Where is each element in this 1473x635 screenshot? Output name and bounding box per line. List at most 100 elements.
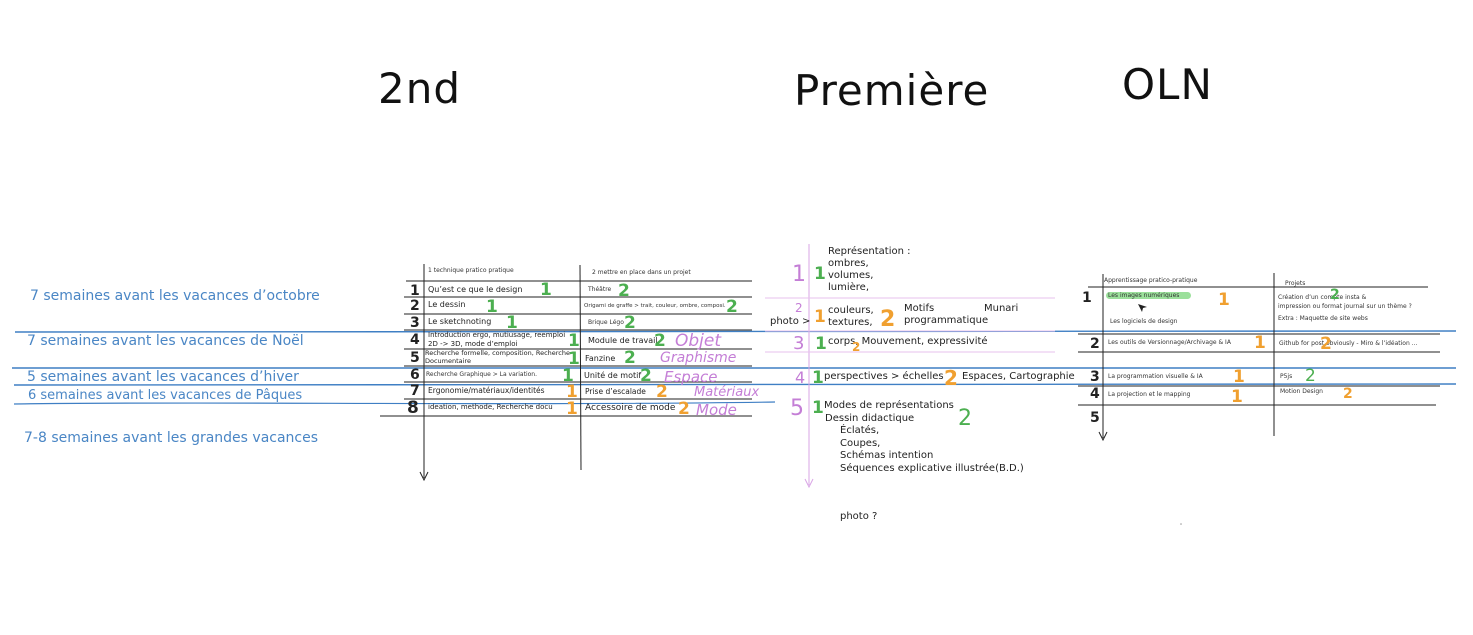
level-mark: 1	[568, 331, 580, 351]
level-mark: 2	[1343, 386, 1353, 402]
oln-col1-header: Apprentissage pratico-pratique	[1104, 277, 1198, 284]
level-mark: 1	[566, 399, 578, 419]
title-oln: OLN	[1122, 60, 1213, 109]
level-mark: 2	[1330, 287, 1340, 303]
premiere-munari: Munari	[984, 303, 1019, 314]
second-cell-technique: Introduction ergo, mutiusage, reemploi 2…	[428, 331, 566, 348]
level-mark: 1	[506, 313, 518, 333]
level-mark: 2	[654, 331, 666, 351]
second-cell-projet: Unité de motif	[584, 371, 642, 380]
level-mark: 1	[1254, 333, 1266, 353]
level-mark: 1	[814, 307, 826, 327]
row-number: 1	[1082, 290, 1092, 306]
level-mark: 2	[958, 406, 972, 431]
second-cell-projet: Origami de graffe > trait, couleur, ombr…	[584, 303, 726, 309]
second-cell-technique: Le sketchnoting	[428, 317, 492, 326]
theme-objet: Objet	[675, 331, 722, 351]
title-2nd: 2nd	[378, 64, 462, 113]
second-cell-technique: Recherche formelle, composition, Recherc…	[425, 349, 570, 365]
row-number: 3	[1090, 369, 1100, 385]
pointer-icon	[1138, 304, 1147, 312]
level-mark: 1	[566, 382, 578, 402]
second-cell-technique: Qu’est ce que le design	[428, 285, 523, 294]
oln-cell-outils: Les outils de Versionnage/Archivage & IA	[1108, 339, 1231, 346]
oln-cell-logiciels: Les logiciels de design	[1110, 318, 1178, 325]
level-mark: 2	[880, 307, 896, 332]
theme-espace: Espace	[664, 368, 718, 386]
oln-cell-p5js: P5js	[1280, 373, 1293, 380]
level-mark: 1	[812, 368, 824, 388]
second-cell-projet: Fanzine	[585, 354, 616, 363]
level-mark: 2	[1305, 366, 1316, 386]
second-cell-projet: Accessoire de mode	[585, 403, 676, 413]
row-number: 2	[1090, 336, 1100, 352]
level-mark: 2	[1320, 334, 1332, 354]
row-number: 7	[410, 383, 420, 399]
level-mark: 2	[678, 399, 690, 419]
second-cell-technique: Le dessin	[428, 300, 466, 309]
premiere-number-5: 5	[790, 396, 804, 421]
level-mark: 1	[568, 349, 580, 369]
level-mark: 2	[726, 297, 738, 317]
second-cell-technique: Ergonomie/matériaux/identités	[428, 386, 545, 395]
premiere-photo-question: photo ?	[840, 511, 878, 522]
second-col1-header: 1 technique pratico pratique	[428, 267, 514, 274]
premiere-number-1: 1	[792, 262, 806, 287]
level-mark: 2	[656, 382, 668, 402]
period-noel: 7 semaines avant les vacances de Noël	[27, 333, 304, 349]
second-cell-technique: Recherche Graphique > La variation.	[426, 371, 537, 378]
level-mark: 1	[1231, 387, 1243, 407]
level-mark: 2	[852, 340, 861, 354]
theme-materiaux: Matériaux	[694, 385, 760, 400]
row-number: 4	[410, 332, 420, 348]
level-mark: 1	[815, 334, 827, 354]
level-mark: 1	[812, 398, 824, 418]
premiere-number-2: 2	[795, 301, 803, 315]
row-number: 1	[410, 283, 420, 299]
premiere-photo-label: photo >	[770, 316, 811, 327]
premiere-representation: Représentation :ombres,volumes,lumière,	[828, 246, 911, 293]
oln-cell-github: Github for post obviously - Miro & l’idé…	[1279, 340, 1418, 347]
premiere-modes: Modes de représentations Dessin didactiq…	[824, 400, 1024, 474]
premiere-espaces: Espaces, Cartographie	[962, 371, 1075, 382]
level-mark: 2	[640, 366, 652, 386]
title-premiere: Première	[794, 66, 990, 115]
premiere-number-4: 4	[795, 368, 806, 387]
second-cell-projet: Théâtre	[588, 286, 612, 293]
level-mark: 1	[1218, 290, 1230, 310]
second-cell-technique: ideation, methode, Recherche docu	[428, 403, 553, 411]
oln-cell-motion: Motion Design	[1280, 388, 1323, 395]
level-mark: 1	[486, 297, 498, 317]
row-number: 3	[410, 315, 420, 331]
premiere-couleurs: couleurs,textures,	[828, 305, 874, 328]
period-paques: 6 semaines avant les vacances de Pâques	[28, 388, 303, 403]
level-mark: 1	[814, 264, 826, 284]
second-col2-header: 2 mettre en place dans un projet	[592, 269, 691, 276]
row-number: 8	[407, 398, 419, 418]
row-number: 5	[410, 350, 420, 366]
level-mark: 1	[540, 280, 552, 300]
oln-cell-images: Les images numériques	[1106, 292, 1192, 299]
level-mark: 1	[562, 366, 574, 386]
second-cell-projet: Module de travail	[588, 336, 658, 345]
premiere-corps: corps, Mouvement, expressivité	[828, 336, 988, 347]
period-october: 7 semaines avant les vacances d’octobre	[30, 288, 320, 304]
oln-cell-projet: Création d’un compte insta &impression o…	[1278, 294, 1412, 322]
oln-col2-header: Projets	[1285, 280, 1306, 287]
row-number: 5	[1090, 410, 1100, 426]
theme-mode: Mode	[696, 401, 737, 419]
level-mark: 2	[624, 348, 636, 368]
oln-cell-programmation: La programmation visuelle & IA	[1108, 373, 1203, 380]
row-number: 6	[410, 367, 420, 383]
oln-cell-projection: La projection et le mapping	[1108, 391, 1191, 398]
second-cell-projet: Prise d’escalade	[585, 387, 646, 396]
level-mark: 2	[618, 281, 630, 301]
row-number: 2	[410, 298, 420, 314]
premiere-perspectives: perspectives > échelles	[824, 371, 944, 382]
period-grandes-vacances: 7-8 semaines avant les grandes vacances	[24, 430, 319, 446]
premiere-number-3: 3	[793, 333, 805, 354]
level-mark: 2	[624, 313, 636, 333]
level-mark: 1	[1233, 367, 1245, 387]
